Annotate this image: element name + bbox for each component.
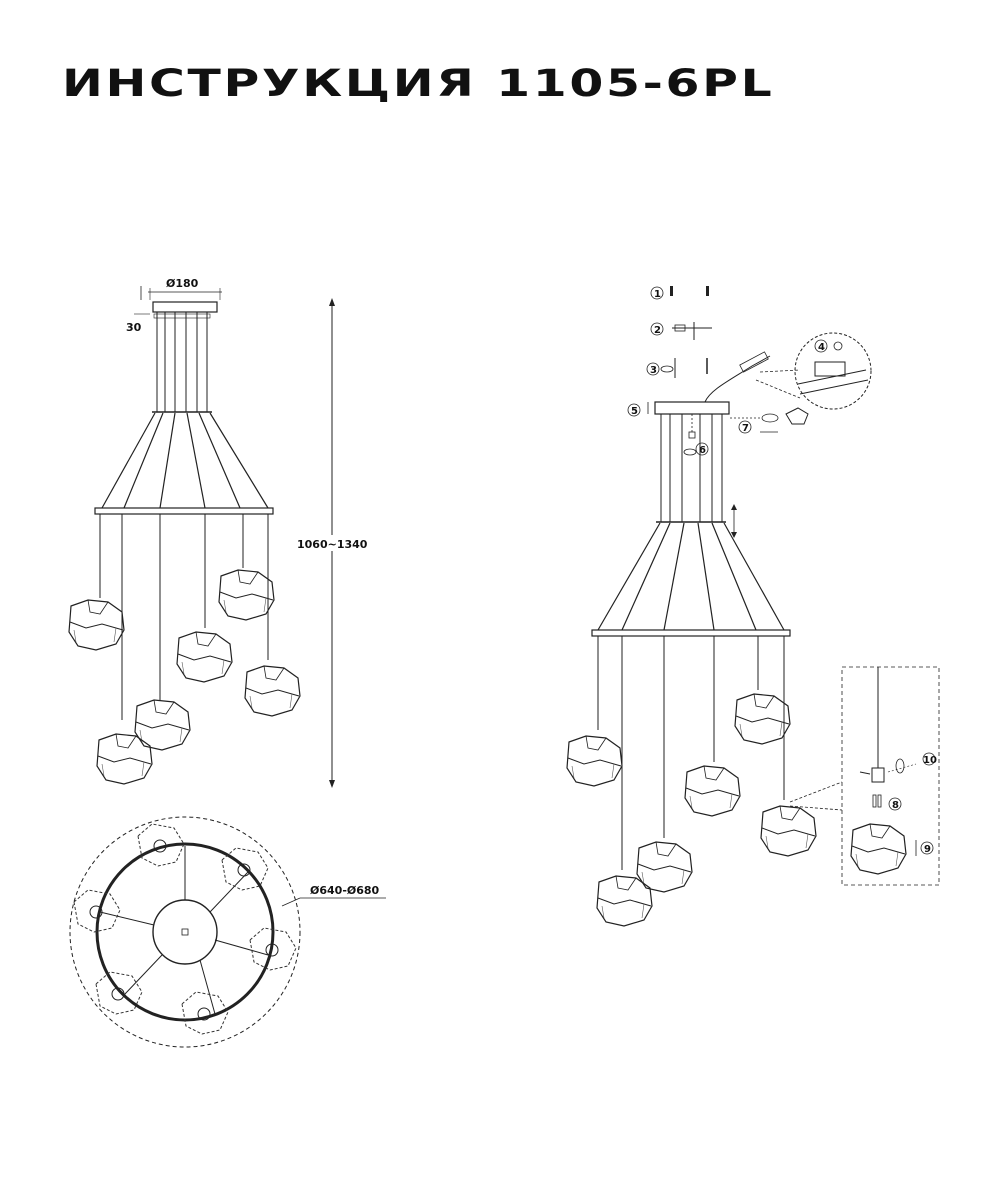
step-2-label: 2 bbox=[654, 325, 661, 336]
step-5-label: 5 bbox=[631, 406, 638, 417]
step-3-label: 3 bbox=[650, 365, 657, 376]
step-6-label: 6 bbox=[699, 445, 706, 456]
ring-diameter-label: Ø640-Ø680 bbox=[310, 884, 380, 897]
canopy-diameter-label: Ø180 bbox=[166, 277, 199, 290]
step-7-label: 7 bbox=[742, 423, 749, 434]
page-title: ИНСТРУКЦИЯ 1105-6PL bbox=[62, 62, 775, 105]
step-4-label: 4 bbox=[818, 342, 825, 353]
top-view: Ø640-Ø680 bbox=[69, 816, 386, 1048]
assembly-view: 1 2 3 4 5 bbox=[566, 286, 940, 927]
canopy-height-label: 30 bbox=[126, 321, 142, 334]
step-1-label: 1 bbox=[654, 289, 661, 300]
side-view: Ø180 30 bbox=[68, 277, 372, 788]
step-9-label: 9 bbox=[924, 844, 931, 855]
step-8-label: 8 bbox=[892, 800, 899, 811]
step-10-label: 10 bbox=[923, 755, 937, 766]
height-range-label: 1060~1340 bbox=[297, 538, 368, 551]
